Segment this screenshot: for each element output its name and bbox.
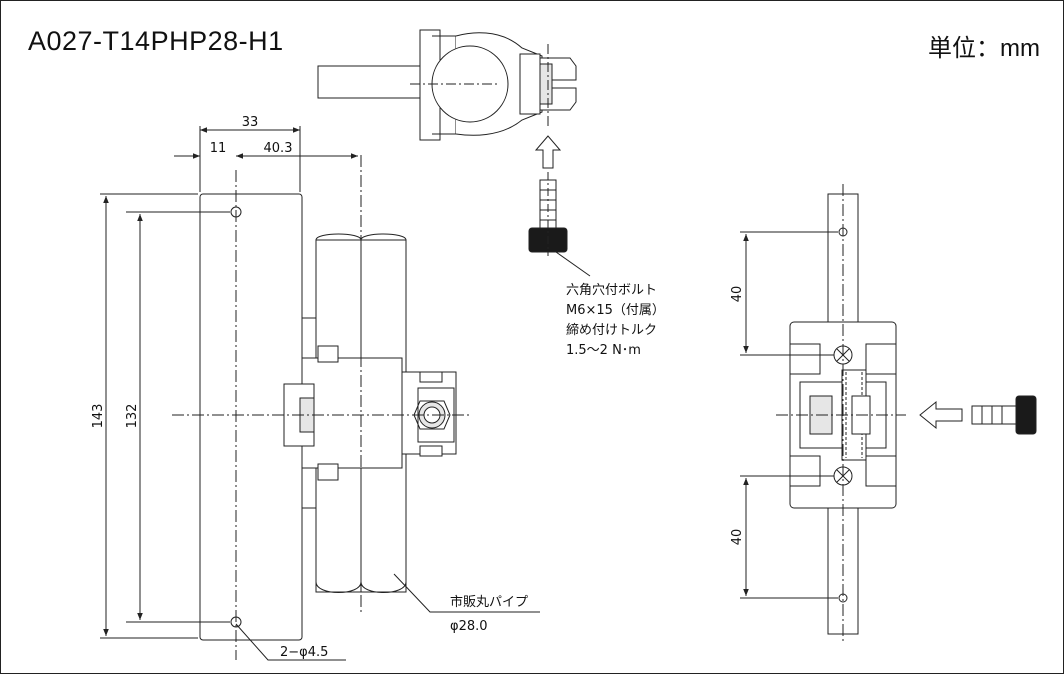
top-view xyxy=(317,29,577,169)
bolt-label-4: 1.5〜2 N･m xyxy=(566,343,641,358)
side-view xyxy=(776,184,1037,644)
hex-bolt-vertical xyxy=(528,172,591,277)
pipe-label-2: φ28.0 xyxy=(450,619,488,634)
dim-holes: 2−φ4.5 xyxy=(280,645,328,660)
dim-hole-spacing-lower: 40 xyxy=(730,529,745,546)
front-view xyxy=(172,155,472,660)
bolt-label-2: M6×15（付属） xyxy=(566,303,665,318)
dim-width-right: 40.3 xyxy=(264,141,293,156)
model-number: A027-T14PHP28-H1 xyxy=(28,26,284,56)
pipe-label-1: 市販丸パイプ xyxy=(450,594,528,610)
front-dimensions xyxy=(100,126,540,661)
unit-label: 単位：mm xyxy=(928,35,1040,62)
dim-width-total: 33 xyxy=(242,115,259,130)
dim-hole-spacing-upper: 40 xyxy=(730,286,745,303)
bolt-label-1: 六角穴付ボルト xyxy=(566,283,657,298)
side-dimensions xyxy=(740,231,838,599)
dim-height-holes: 132 xyxy=(125,404,140,429)
dim-height-total: 143 xyxy=(91,404,106,429)
dim-width-left: 11 xyxy=(210,141,227,156)
bolt-label-3: 締め付けトルク xyxy=(566,322,657,338)
